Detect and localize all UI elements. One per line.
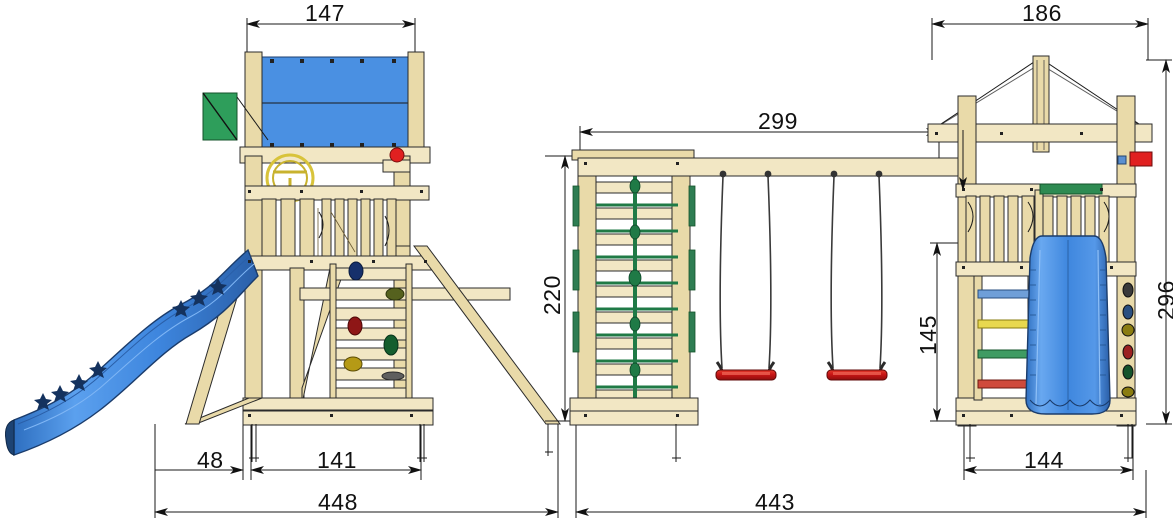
ladder-rung-yellow — [977, 319, 1033, 329]
green-flag — [202, 92, 269, 141]
dim-label-48: 48 — [197, 447, 224, 473]
ladder-rung-red — [977, 379, 1033, 389]
swing-set — [715, 170, 888, 381]
red-alarm-light — [382, 147, 411, 173]
dim-line-220 — [545, 155, 572, 422]
canopy-post-right — [407, 51, 425, 157]
tower-post-right-r — [1116, 95, 1136, 427]
ground-anchors-right — [675, 424, 1133, 458]
dim-line-448 — [154, 424, 559, 518]
dim-line-141 — [250, 424, 422, 480]
guardrail-top-beam — [244, 185, 430, 201]
climbing-ladder-wall — [569, 149, 699, 426]
dim-line-443 — [575, 424, 1147, 518]
bolt-marks-left — [248, 190, 427, 417]
bolt-marks-right — [584, 132, 1123, 417]
ladder-rung-green — [977, 349, 1033, 359]
ground-anchors — [249, 424, 553, 462]
roof-beam — [927, 123, 1153, 143]
dim-ticks-right — [672, 424, 1133, 462]
wavy-slide — [5, 248, 259, 456]
ladder-rung-blue — [977, 289, 1033, 299]
green-shelf — [1039, 183, 1103, 195]
dim-line-186 — [931, 18, 1149, 60]
top-rail-beam — [239, 146, 431, 164]
swing-seat-2 — [826, 170, 888, 381]
swing-seat-1 — [715, 170, 777, 381]
blue-canopy — [261, 56, 411, 150]
red-accessory — [1117, 151, 1153, 167]
guardrail-balusters — [261, 198, 397, 259]
bottom-beam-upper — [242, 397, 434, 411]
climbing-holds — [343, 261, 405, 381]
bottom-beam-lower — [242, 410, 434, 426]
tower-slide — [1025, 235, 1111, 415]
canopy-post-left — [244, 51, 263, 157]
dim-line-144 — [963, 424, 1134, 480]
dim-line-296 — [1146, 59, 1172, 425]
dim-line-48 — [154, 424, 244, 480]
tower-side-holds — [1121, 282, 1135, 398]
